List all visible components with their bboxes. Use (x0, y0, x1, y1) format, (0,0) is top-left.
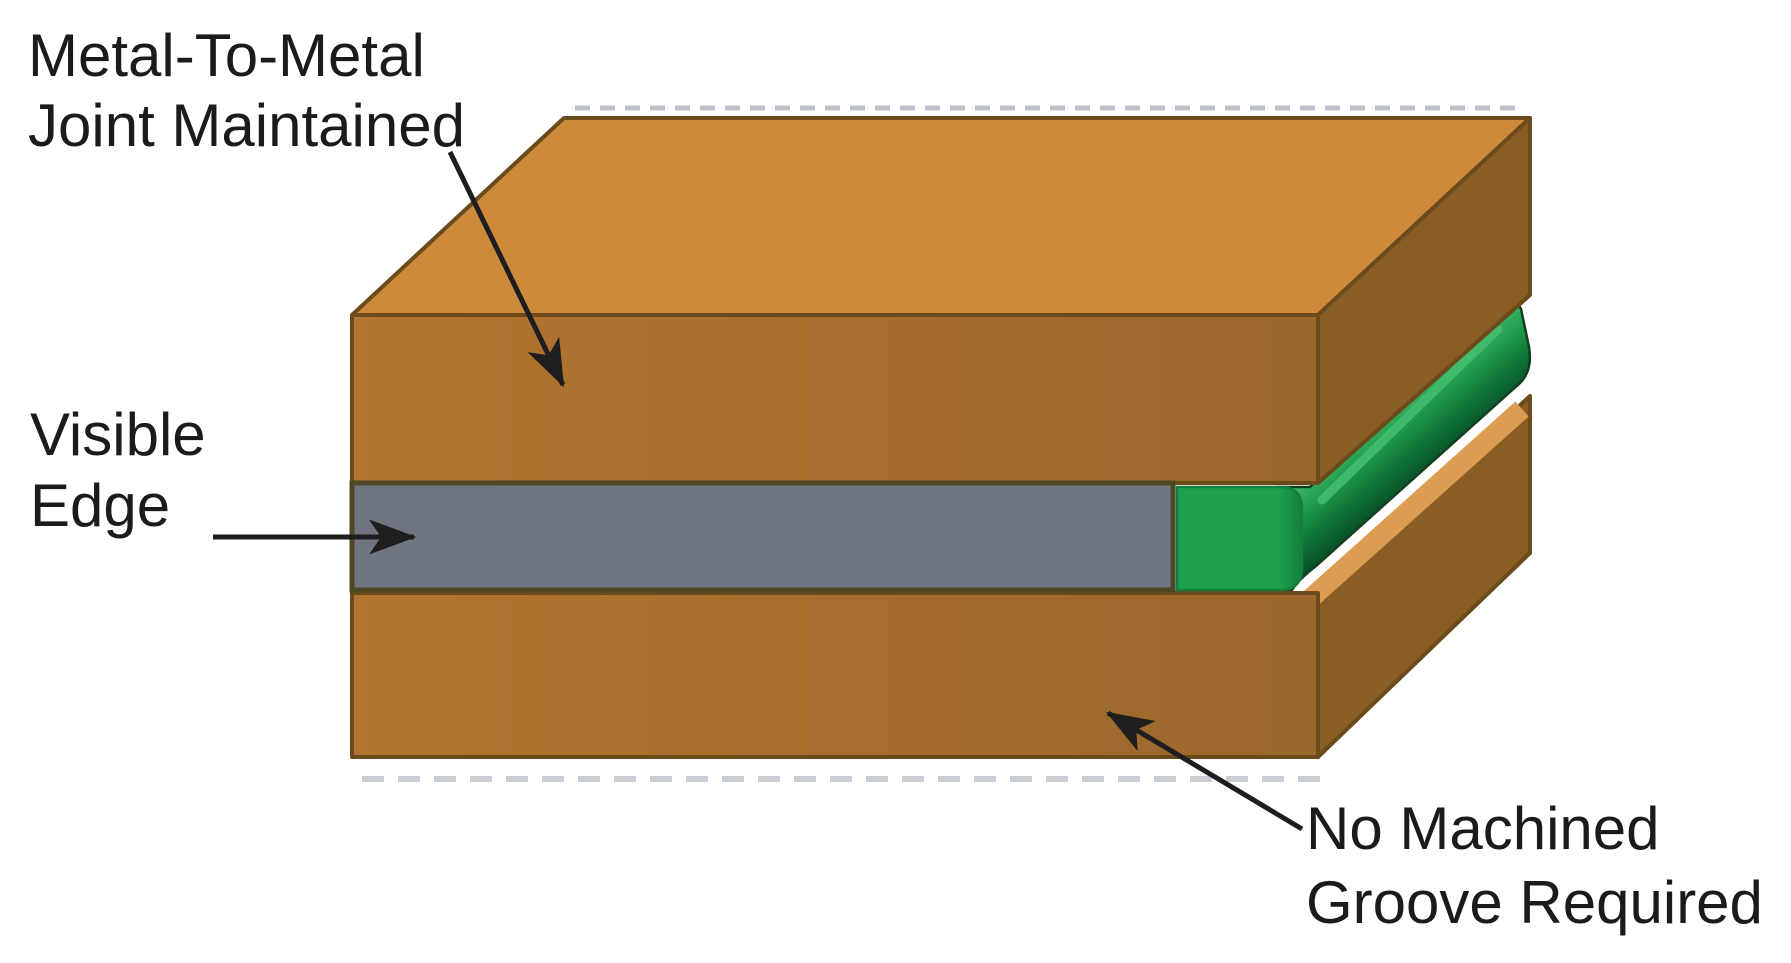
label-metal-joint: Metal-To-Metal Joint Maintained (28, 22, 465, 159)
arrow-joint (447, 150, 566, 388)
arrow-groove (1105, 710, 1304, 832)
label-no-groove: No Machined Groove Required (1306, 795, 1763, 936)
gasket-front-face (1175, 485, 1304, 592)
top-flange-front-face (350, 313, 1320, 485)
callout-arrows (213, 150, 1304, 832)
label-visible-edge: Visible Edge (30, 401, 222, 539)
bottom-flange (350, 394, 1532, 759)
bottom-flange-front-face (350, 591, 1320, 759)
spacer-visible-edge (349, 480, 1176, 593)
top-flange (350, 116, 1532, 485)
flange-side-highlight (1293, 401, 1529, 616)
bead-highlight (1317, 324, 1503, 505)
